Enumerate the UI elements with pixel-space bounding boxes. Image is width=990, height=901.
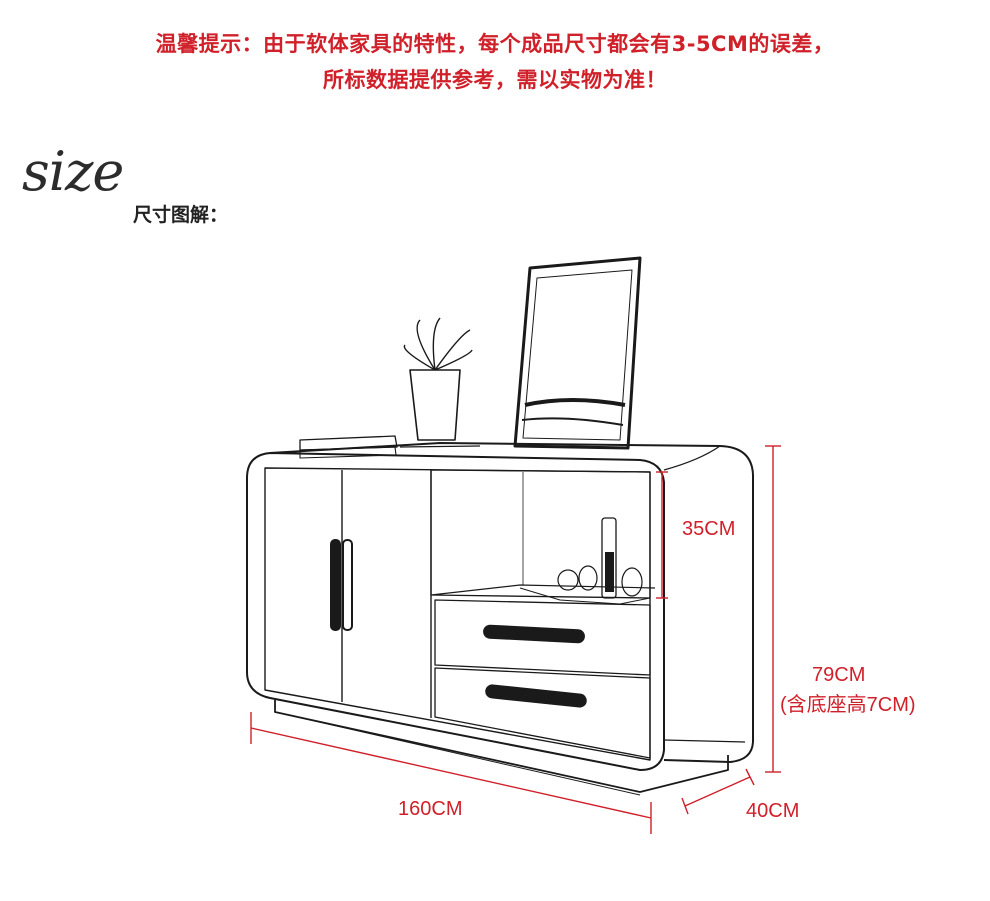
size-subtitle: 尺寸图解： <box>133 204 229 226</box>
dimension-lines <box>250 445 781 834</box>
total-height-label: 79CM <box>812 664 865 686</box>
width-label: 160CM <box>398 798 462 820</box>
notice-line-2: 所标数据提供参考，需以实物为准！ <box>323 68 667 92</box>
depth-line <box>684 776 751 807</box>
depth-label: 40CM <box>746 800 799 822</box>
cabinet-illustration <box>246 256 754 796</box>
shelf-height-label: 35CM <box>682 518 735 540</box>
base-height-note: (含底座高7CM) <box>780 693 916 716</box>
notice-line-1: 温馨提示：由于软体家具的特性，每个成品尺寸都会有3-5CM的误差， <box>155 32 835 56</box>
size-title: size <box>22 140 124 203</box>
width-line <box>250 727 652 819</box>
